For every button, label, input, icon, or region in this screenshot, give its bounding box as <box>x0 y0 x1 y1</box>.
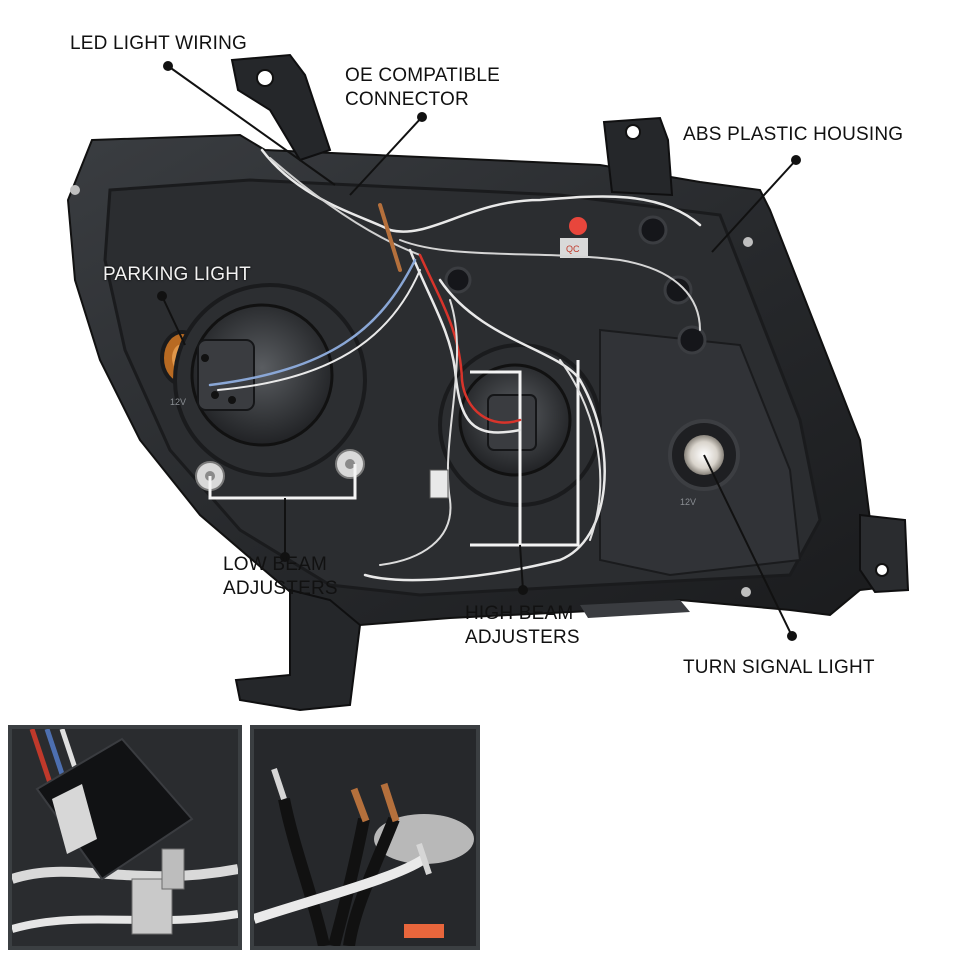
leader-abs-housing <box>711 159 797 253</box>
leader-parking-light <box>161 295 186 346</box>
bulb-rating-right: 12V <box>680 497 696 507</box>
leader-dots <box>157 61 801 641</box>
leader-turn-signal <box>703 454 793 637</box>
callout-abs-housing: ABS PLASTIC HOUSING <box>683 124 904 145</box>
mounting-bracket-top-right <box>602 116 674 197</box>
bulb-rating-left: 12V <box>170 397 186 407</box>
callout-high-beam-adjusters: HIGH BEAM ADJUSTERS <box>465 602 580 650</box>
high-beam-adjuster-bracket <box>470 360 580 547</box>
callout-low-beam-adjusters: LOW BEAM ADJUSTERS <box>223 553 338 601</box>
vent-grommets <box>444 215 707 355</box>
low-beam-bulb-cap: 12V <box>170 283 367 477</box>
callout-oe-connector: OE COMPATIBLE CONNECTOR <box>345 64 500 112</box>
callout-high-beam-line2: ADJUSTERS <box>465 627 580 648</box>
inset-connector-photo <box>8 725 242 950</box>
dot-high-beam <box>518 585 528 595</box>
callout-led-light-wiring: LED LIGHT WIRING <box>70 33 248 54</box>
callout-low-beam-line2: ADJUSTERS <box>223 578 338 599</box>
callout-parking-light: PARKING LIGHT <box>103 264 251 285</box>
leader-led-wiring <box>167 65 336 186</box>
mounting-bracket-top-left <box>230 53 332 162</box>
mounting-bracket-bottom-left <box>234 588 362 712</box>
leader-lines <box>161 65 797 637</box>
connector-illustration <box>12 729 238 946</box>
low-beam-adjuster-bracket <box>208 464 357 500</box>
qc-sticker: QC <box>560 217 588 258</box>
dot-parking-light <box>157 291 167 301</box>
led-light-wiring <box>208 148 702 582</box>
callout-oe-connector-line1: OE COMPATIBLE <box>345 65 500 86</box>
callout-turn-signal-light: TURN SIGNAL LIGHT <box>683 657 875 678</box>
leader-high-beam <box>519 544 524 591</box>
dot-turn-signal <box>787 631 797 641</box>
svg-text:QC: QC <box>566 244 580 254</box>
dot-led-wiring <box>163 61 173 71</box>
leader-oe-connector <box>349 116 423 196</box>
callout-low-beam-line1: LOW BEAM <box>223 554 328 575</box>
wires-illustration <box>254 729 476 946</box>
low-beam-adjuster-right <box>335 449 365 479</box>
dot-low-beam <box>280 552 290 562</box>
inset-wires-photo <box>250 725 480 950</box>
mounting-tab-right <box>859 513 910 594</box>
callout-oe-connector-line2: CONNECTOR <box>345 89 469 110</box>
dot-oe-connector <box>417 112 427 122</box>
dot-abs-housing <box>791 155 801 165</box>
callout-high-beam-line1: HIGH BEAM <box>465 603 574 624</box>
